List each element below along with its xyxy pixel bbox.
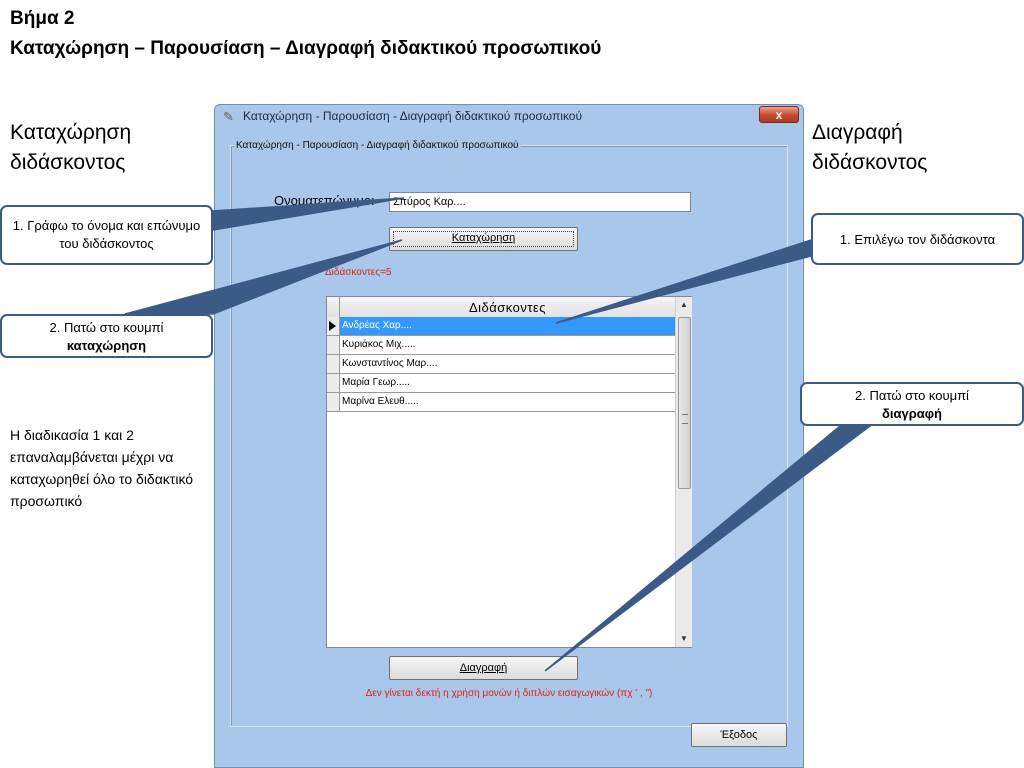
- teacher-cell[interactable]: Κωνσταντίνος Μαρ....: [342, 358, 438, 369]
- window-client-area: Καταχώρηση - Παρουσίαση - Διαγραφή διδακ…: [223, 129, 795, 761]
- delete-button[interactable]: Διαγραφή: [389, 656, 578, 680]
- callout-press-delete: 2. Πατώ στο κουμπί διαγραφή: [800, 382, 1024, 426]
- grip-icon: [682, 414, 688, 424]
- repeat-note: Η διαδικασία 1 και 2 επαναλαμβάνεται μέχ…: [10, 427, 194, 509]
- delete-button-label: Διαγραφή: [459, 662, 508, 674]
- grid-column-header[interactable]: Διδάσκοντες: [468, 300, 547, 315]
- step-subtitle: Καταχώρηση – Παρουσίαση – Διαγραφή διδακ…: [10, 38, 602, 59]
- scroll-up-icon[interactable]: ▲: [680, 300, 688, 309]
- teacher-cell[interactable]: Κυριάκος Μιχ.....: [342, 339, 416, 350]
- teacher-cell[interactable]: Ανδρέας Χαρ....: [340, 317, 675, 335]
- callout-select-teacher-text: 1. Επιλέγω τον διδάσκοντα: [839, 232, 996, 247]
- app-icon: ✎: [223, 109, 234, 124]
- window-title: Καταχώρηση - Παρουσίαση - Διαγραφή διδακ…: [243, 109, 583, 123]
- name-input[interactable]: [389, 192, 691, 212]
- table-row[interactable]: Μαρίνα Ελευθ.....: [327, 393, 675, 412]
- groupbox-label: Καταχώρηση - Παρουσίαση - Διαγραφή διδακ…: [234, 140, 521, 151]
- scroll-down-icon[interactable]: ▼: [680, 634, 688, 643]
- table-row[interactable]: Κωνσταντίνος Μαρ....: [327, 355, 675, 374]
- row-header[interactable]: [327, 336, 340, 354]
- callout-register-bold: καταχώρηση: [66, 338, 147, 353]
- row-header[interactable]: [327, 317, 340, 335]
- callout-press-register: 2. Πατώ στο κουμπί καταχώρηση: [0, 314, 213, 358]
- right-title-line1: Διαγραφή: [812, 121, 903, 144]
- register-button[interactable]: Καταχώρηση: [389, 227, 578, 251]
- row-header[interactable]: [327, 374, 340, 392]
- table-row[interactable]: Μαρία Γεωρ.....: [327, 374, 675, 393]
- name-label: Ονοματεπώνυμο:: [274, 193, 375, 208]
- table-row[interactable]: Κυριάκος Μιχ.....: [327, 336, 675, 355]
- table-row[interactable]: Ανδρέας Χαρ....: [327, 317, 675, 336]
- right-title-line2: διδάσκοντος: [812, 151, 928, 174]
- window-titlebar[interactable]: ✎ Καταχώρηση - Παρουσίαση - Διαγραφή διδ…: [215, 105, 803, 129]
- row-pointer-icon: [329, 321, 336, 331]
- row-header[interactable]: [327, 393, 340, 411]
- left-section-title: Καταχώρηση διδάσκοντος: [10, 118, 131, 178]
- teacher-cell[interactable]: Μαρίνα Ελευθ.....: [342, 396, 419, 407]
- right-section-title: Διαγραφή διδάσκοντος: [812, 118, 927, 178]
- scroll-thumb[interactable]: [678, 317, 691, 489]
- focus-rect: [393, 231, 574, 247]
- register-button-label: Καταχώρηση: [451, 232, 516, 244]
- row-header[interactable]: [327, 355, 340, 373]
- callout-select-teacher: 1. Επιλέγω τον διδάσκοντα: [811, 213, 1024, 265]
- left-title-line1: Καταχώρηση: [10, 121, 132, 144]
- teacher-cell[interactable]: Μαρία Γεωρ.....: [342, 377, 410, 388]
- callout-register-prefix: 2. Πατώ στο κουμπί: [49, 320, 164, 335]
- grid-corner: [327, 297, 340, 317]
- grid-scrollbar[interactable]: ▲ ▼: [675, 297, 692, 647]
- close-button[interactable]: x: [759, 106, 799, 123]
- callout-enter-name: 1. Γράφω το όνομα και επώνυμο του διδάσκ…: [0, 205, 213, 265]
- grid-header: Διδάσκοντες: [327, 297, 675, 318]
- callout-enter-name-text: 1. Γράφω το όνομα και επώνυμο του διδάσκ…: [12, 218, 201, 251]
- dialog-window: ✎ Καταχώρηση - Παρουσίαση - Διαγραφή διδ…: [214, 104, 804, 768]
- exit-button[interactable]: Έξοδος: [691, 723, 787, 747]
- slide-heading: Βήμα 2 Καταχώρηση – Παρουσίαση – Διαγραφ…: [10, 4, 601, 64]
- quote-warning: Δεν γίνεται δεκτή η χρήση μονών ή διπλών…: [365, 688, 653, 699]
- step-title: Βήμα 2: [10, 8, 75, 29]
- callout-delete-prefix: 2. Πατώ στο κουμπί: [855, 388, 969, 403]
- teachers-grid[interactable]: Διδάσκοντες Ανδρέας Χαρ.... Κυριάκος Μιχ…: [326, 296, 692, 648]
- callout-delete-bold: διαγραφή: [882, 406, 942, 421]
- left-title-line2: διδάσκοντος: [10, 151, 126, 174]
- teacher-count: Διδάσκοντες=5: [325, 267, 392, 278]
